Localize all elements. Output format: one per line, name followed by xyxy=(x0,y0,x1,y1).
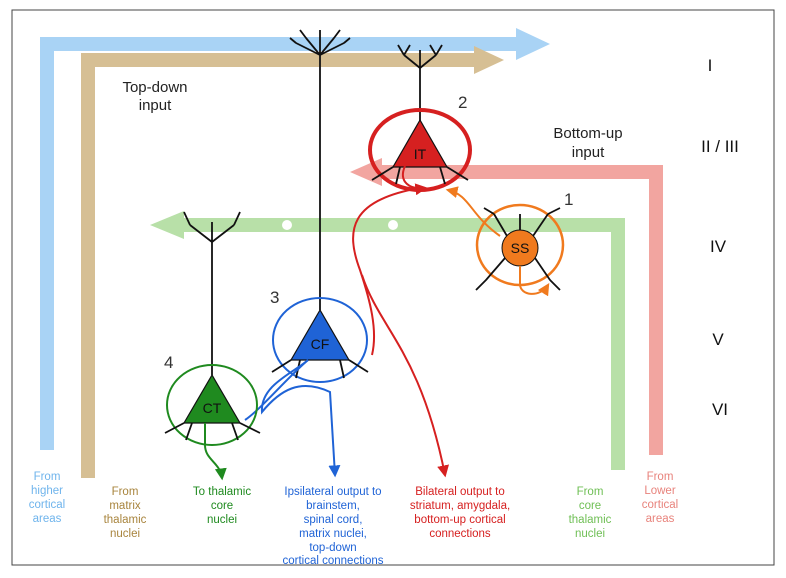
neuron-number-it: 2 xyxy=(458,93,467,112)
source-matrix-line: matrix xyxy=(109,500,141,512)
source-lower-line: Lower xyxy=(644,485,675,497)
source-matrix-label: From matrix thalamic nuclei xyxy=(104,486,147,540)
neuron-number-cf: 3 xyxy=(270,288,279,307)
source-core-line: nuclei xyxy=(575,528,605,540)
output-ipsilateral-line: brainstem, xyxy=(306,500,360,512)
layer-label-i: I xyxy=(708,56,713,75)
ss-cell-label: SS xyxy=(511,240,530,256)
bottom-up-label-1: Bottom-up xyxy=(553,125,622,142)
ct-cell-label: CT xyxy=(203,400,222,416)
layer-label-iv: IV xyxy=(710,237,727,256)
output-thalamic-line: nuclei xyxy=(207,514,237,526)
layer-label-v: V xyxy=(712,330,724,349)
neuron-number-ss: 1 xyxy=(564,190,573,209)
output-ipsilateral-line: spinal cord, xyxy=(304,514,363,526)
matrix-thalamic-pathway xyxy=(81,46,504,478)
source-core-line: thalamic xyxy=(569,514,612,526)
output-bilateral-label: Bilateral output to striatum, amygdala, … xyxy=(410,486,510,540)
it-output-axon xyxy=(352,187,445,475)
it-neuron xyxy=(368,108,472,196)
cf-cell-label: CF xyxy=(311,336,330,352)
source-matrix-line: thalamic xyxy=(104,514,147,526)
neuron-number-ct: 4 xyxy=(164,353,173,372)
source-lower-label: From Lower cortical areas xyxy=(642,471,678,525)
cf-neuron xyxy=(244,297,369,478)
source-core-label: From core thalamic nuclei xyxy=(569,486,612,540)
source-matrix-line: From xyxy=(112,486,139,498)
output-bilateral-line: connections xyxy=(429,528,491,540)
source-lower-line: areas xyxy=(646,513,675,525)
ct-apical-dendrite xyxy=(183,211,241,375)
ss-neuron xyxy=(445,186,565,297)
output-bilateral-line: Bilateral output to xyxy=(415,486,505,498)
cf-apical-dendrite xyxy=(289,29,351,310)
figure-border xyxy=(11,9,775,566)
layer-label-ii-iii: II / III xyxy=(701,137,739,156)
output-ipsilateral-line: cortical connections xyxy=(283,555,384,567)
lower-cortical-pathway xyxy=(350,158,663,455)
source-higher-label: From higher cortical areas xyxy=(29,471,65,525)
ct-neuron xyxy=(164,364,261,481)
output-bilateral-line: bottom-up cortical xyxy=(414,514,505,526)
source-core-line: core xyxy=(579,500,601,512)
layer-labels: I II / III IV V VI xyxy=(701,56,739,419)
core-thalamic-pathway xyxy=(150,211,625,470)
source-higher-line: cortical xyxy=(29,499,65,511)
output-ipsilateral-line: top-down xyxy=(309,542,356,554)
source-matrix-line: nuclei xyxy=(110,528,140,540)
source-core-line: From xyxy=(577,486,604,498)
source-lower-line: From xyxy=(647,471,674,483)
it-cell-label: IT xyxy=(414,146,427,162)
higher-cortical-pathway xyxy=(40,28,550,450)
source-higher-line: areas xyxy=(33,513,62,525)
output-thalamic-line: core xyxy=(211,500,233,512)
output-bilateral-line: striatum, amygdala, xyxy=(410,500,510,512)
output-ipsilateral-line: Ipsilateral output to xyxy=(284,486,381,498)
output-ipsilateral-line: matrix nuclei, xyxy=(299,528,367,540)
bottom-up-label-2: input xyxy=(572,144,605,161)
output-ipsilateral-label: Ipsilateral output to brainstem, spinal … xyxy=(283,486,384,567)
top-down-label-2: input xyxy=(139,97,172,114)
output-thalamic-line: To thalamic xyxy=(193,486,251,498)
source-higher-line: From xyxy=(34,471,61,483)
source-higher-line: higher xyxy=(31,485,63,497)
layer-label-vi: VI xyxy=(712,400,728,419)
source-lower-line: cortical xyxy=(642,499,678,511)
top-down-label-1: Top-down xyxy=(122,79,187,96)
output-thalamic-label: To thalamic core nuclei xyxy=(193,486,251,526)
